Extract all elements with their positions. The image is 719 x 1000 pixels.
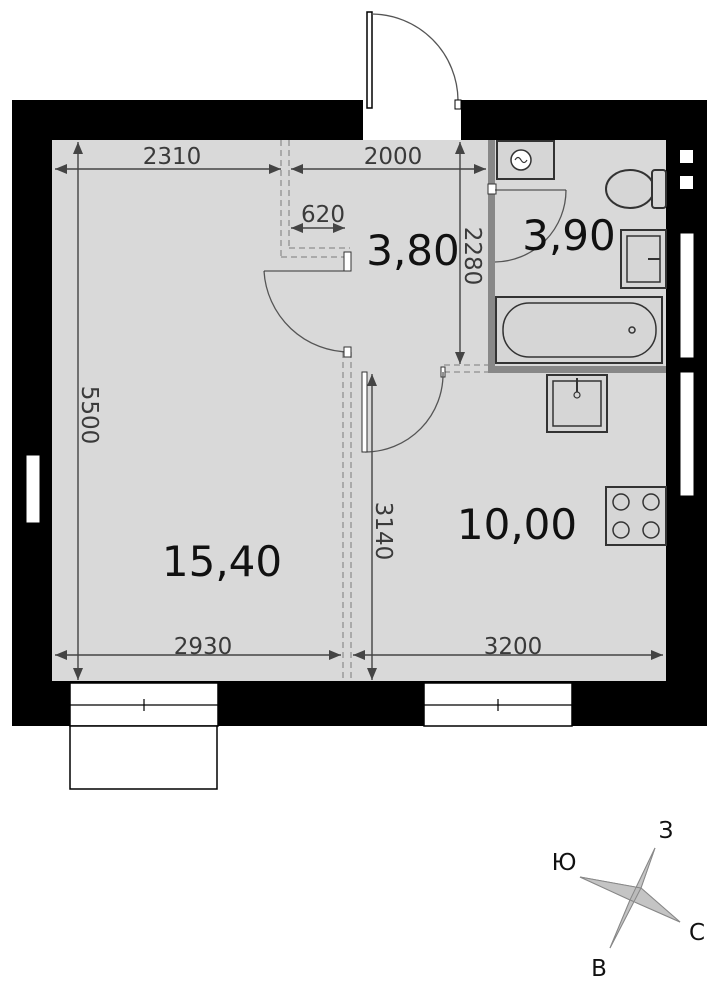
dim-bottom-left: 2930: [174, 634, 233, 660]
dim-bottom-right: 3200: [484, 634, 543, 660]
compass-star-icon: [579, 847, 681, 949]
dim-top-right: 2000: [364, 144, 423, 170]
dim-hall-opening: 620: [301, 202, 345, 228]
dim-hall-depth: 2280: [459, 227, 485, 286]
compass-label-west: Ю: [552, 850, 577, 876]
kitchen-sink-icon: [546, 374, 608, 433]
bathroom-sink-icon: [620, 229, 667, 289]
compass-label-east: С: [689, 920, 705, 946]
dimension-lines: [55, 142, 663, 680]
bathroom-partition: [488, 140, 666, 373]
dim-top-left: 2310: [143, 144, 202, 170]
kitchen-area-label: 10,00: [457, 500, 577, 549]
room-doors: [263, 183, 567, 453]
toilet-icon: [605, 169, 667, 209]
dashed-partitions: [280, 140, 488, 681]
main-room-area-label: 15,40: [162, 537, 282, 586]
washing-machine-icon: [496, 140, 555, 180]
dim-total-height: 5500: [76, 386, 102, 445]
compass-label-south: В: [591, 956, 607, 982]
compass-label-north: З: [659, 818, 674, 844]
entrance-door: [363, 11, 462, 140]
bathtub-icon: [495, 296, 663, 364]
windows: [25, 150, 695, 790]
bathroom-area-label: 3,90: [522, 211, 616, 260]
hallway-area-label: 3,80: [366, 226, 460, 275]
dim-kitchen-depth: 3140: [370, 502, 396, 561]
stove-icon: [605, 486, 667, 546]
